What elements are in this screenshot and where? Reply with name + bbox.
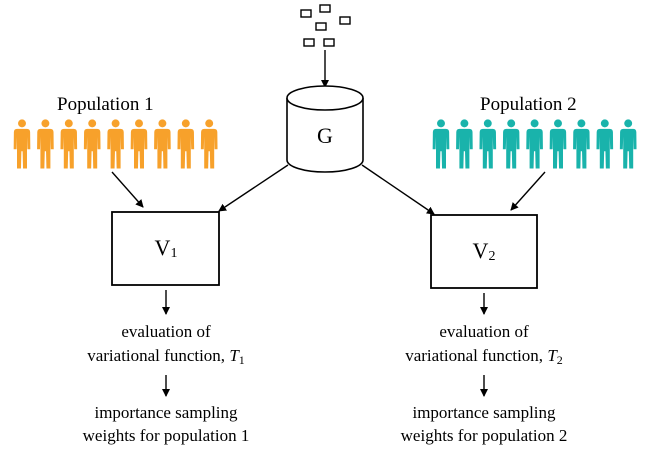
arrow-generator-to-v2 [361, 164, 435, 215]
person-icon [13, 119, 31, 169]
validator-v1-box: V1 [111, 211, 220, 286]
evaluation-1-line2: variational function, T1 [87, 346, 245, 367]
generator-label: G [317, 123, 333, 148]
weights-1-line1: importance sampling [94, 403, 238, 422]
small-rectangles-icon [300, 4, 351, 47]
evaluation-2-line2: variational function, T2 [405, 346, 563, 367]
person-icon [60, 119, 78, 169]
population-2-label: Population 2 [480, 94, 577, 115]
evaluation-2-line1: evaluation of [439, 322, 529, 341]
person-icon [502, 119, 520, 169]
validator-v2-box: V2 [430, 214, 538, 289]
svg-text:V2: V2 [473, 238, 496, 264]
svg-text:V1: V1 [155, 235, 178, 261]
weights-2-line2: weights for population 2 [401, 426, 568, 445]
population-1-figures [13, 119, 218, 169]
weights-2-line1: importance sampling [412, 403, 556, 422]
generator-cylinder: G [286, 85, 364, 173]
arrow-generator-to-v1 [218, 164, 289, 212]
person-icon [37, 119, 54, 169]
arrow-population-2-to-v2 [510, 171, 546, 211]
weights-1-line2: weights for population 1 [83, 426, 250, 445]
validator-v1-label: V [155, 235, 171, 260]
person-icon [154, 119, 171, 169]
person-icon [107, 119, 124, 169]
population-2-figures [432, 119, 637, 169]
evaluation-1-line1: evaluation of [121, 322, 211, 341]
person-icon [549, 119, 567, 169]
person-icon [526, 119, 543, 169]
person-icon [596, 119, 614, 169]
person-icon [177, 119, 195, 169]
arrow-population-1-to-v1 [111, 171, 144, 208]
person-icon [130, 119, 148, 169]
validator-v1-subscript: 1 [170, 246, 177, 261]
person-icon [83, 119, 101, 169]
person-icon [619, 119, 637, 169]
validator-v2-subscript: 2 [488, 249, 495, 264]
person-icon [200, 119, 218, 169]
population-1-label: Population 1 [57, 94, 154, 115]
person-icon [432, 119, 450, 169]
person-icon [479, 119, 497, 169]
validator-v2-label: V [473, 238, 489, 263]
person-icon [456, 119, 473, 169]
person-icon [573, 119, 590, 169]
